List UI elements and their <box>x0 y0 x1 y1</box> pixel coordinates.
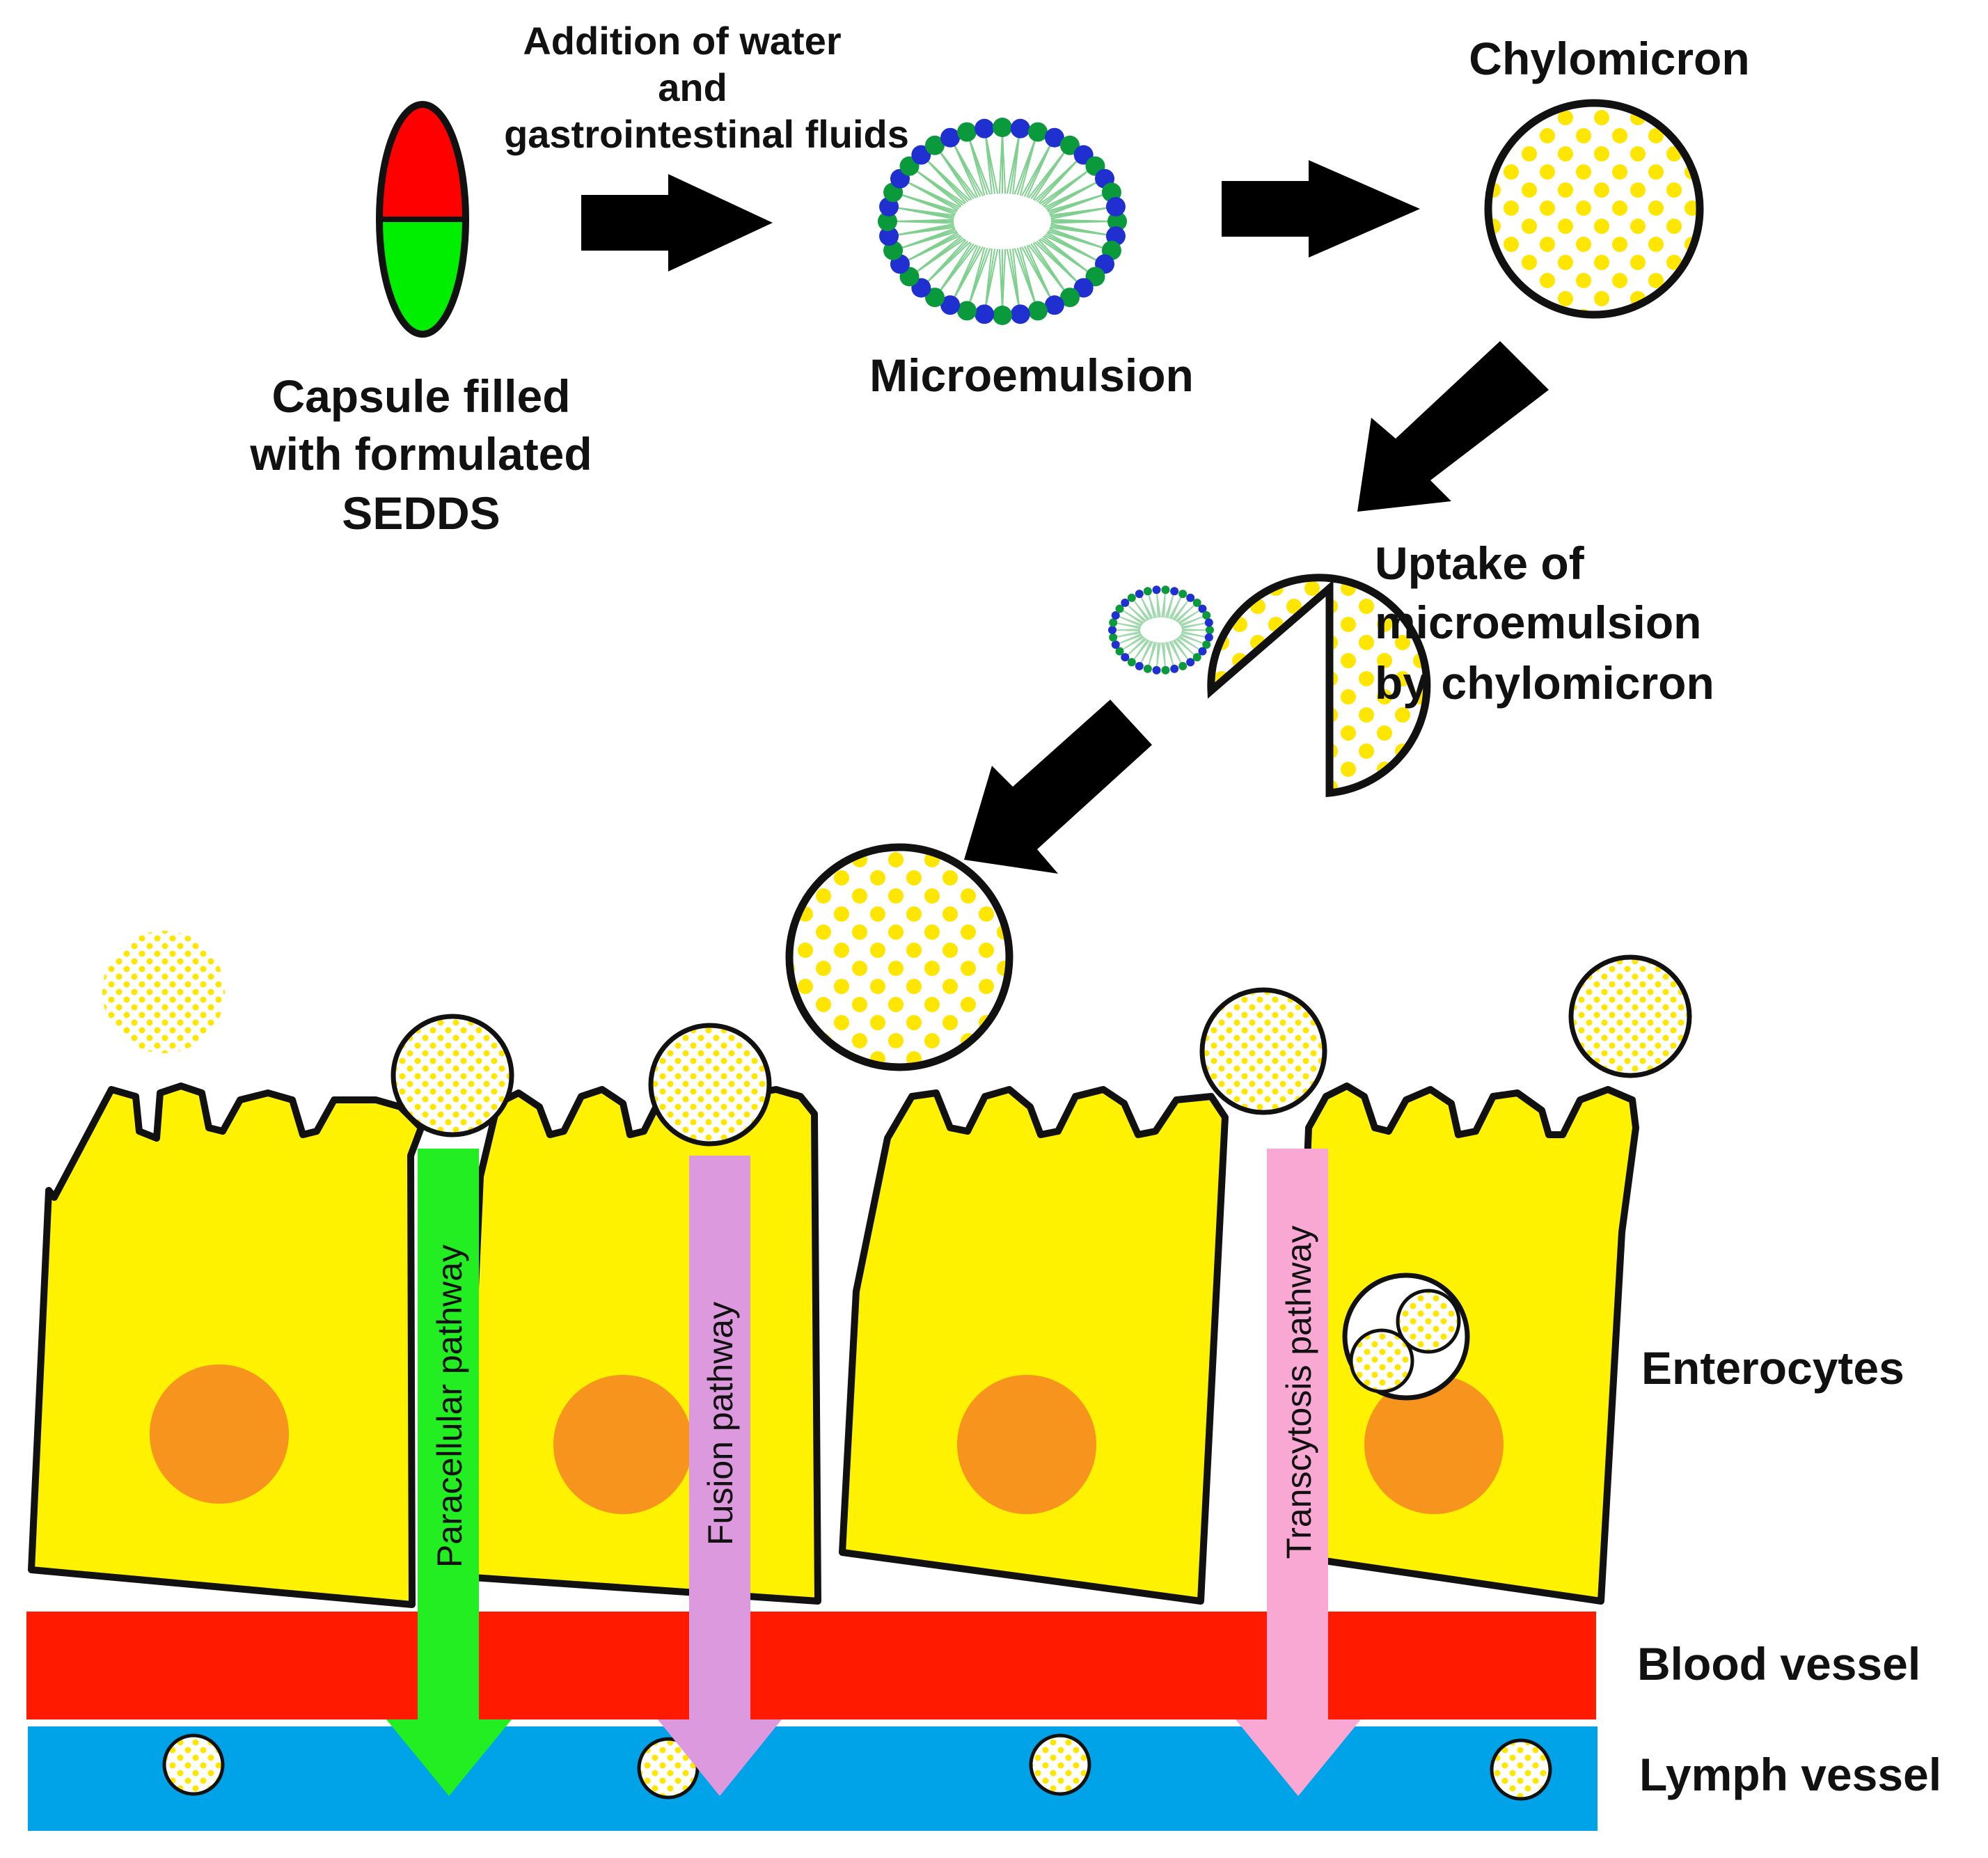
uptake-label-line2: microemulsion <box>1375 597 1701 648</box>
transcytosis-pathway-arrow: Transcytosis pathway <box>1236 1149 1361 1796</box>
free-chylomicron <box>102 931 225 1053</box>
transcytosis-vesicle <box>1342 1273 1470 1401</box>
blood-vessel-band <box>26 1612 1596 1719</box>
nucleus <box>957 1375 1096 1514</box>
lymph-particle <box>1490 1738 1552 1801</box>
uptake-label-line1: Uptake of <box>1375 537 1585 589</box>
fusion-pathway-arrow: Fusion pathway <box>658 1156 782 1796</box>
down-left-arrow-icon <box>964 700 1152 874</box>
nucleus <box>150 1364 289 1504</box>
lymph-particle <box>1029 1733 1091 1796</box>
paracellular-pathway-arrow: Paracellular pathway <box>386 1149 512 1796</box>
enterocytes-label: Enterocytes <box>1641 1342 1904 1394</box>
microemulsion-label: Microemulsion <box>869 349 1194 401</box>
chylomicron-particle <box>1484 99 1704 319</box>
microemulsion-droplet <box>878 118 1127 325</box>
transcytosis-pathway-label: Transcytosis pathway <box>1279 1226 1318 1559</box>
chylomicron-surface <box>1568 954 1692 1078</box>
enterocyte-cell-1 <box>28 1082 425 1608</box>
capsule-label-line3: SEDDS <box>342 487 500 539</box>
chylomicron-uptake-particle <box>1207 574 1431 798</box>
capsule-label-line2: with formulated <box>249 428 592 480</box>
lymph-vessel-label: Lymph vessel <box>1639 1749 1941 1800</box>
chylomicron-particle-large <box>785 843 1013 1071</box>
capsule-label-line1: Capsule filled <box>271 370 570 422</box>
small-microemulsion-droplet <box>1108 585 1214 675</box>
chylomicron-label: Chylomicron <box>1469 33 1749 84</box>
nucleus <box>1364 1375 1504 1514</box>
chylomicron-transcytosis <box>1199 987 1327 1115</box>
capsule-icon <box>376 101 469 338</box>
nucleus <box>553 1375 693 1514</box>
enterocyte-cell-2 <box>459 1086 821 1605</box>
paracellular-pathway-label: Paracellular pathway <box>430 1245 469 1568</box>
lymph-vessel-band <box>28 1726 1598 1831</box>
addition-label-line1: Addition of water <box>523 19 841 63</box>
uptake-label-line3: by chylomicron <box>1375 657 1714 709</box>
chylomicron-paracellular <box>390 1014 514 1137</box>
enterocyte-cell-3 <box>839 1086 1229 1605</box>
down-left-arrow-icon <box>1357 341 1549 512</box>
chylomicron-fusion <box>648 1023 772 1147</box>
right-arrow-icon <box>581 174 773 271</box>
addition-label-line2: and <box>658 65 727 109</box>
blood-vessel-label: Blood vessel <box>1637 1638 1920 1690</box>
right-arrow-icon <box>1222 160 1420 258</box>
addition-label-line3: gastrointestinal fluids <box>504 112 909 156</box>
fusion-pathway-label: Fusion pathway <box>701 1302 740 1545</box>
lymph-particle <box>162 1733 225 1796</box>
